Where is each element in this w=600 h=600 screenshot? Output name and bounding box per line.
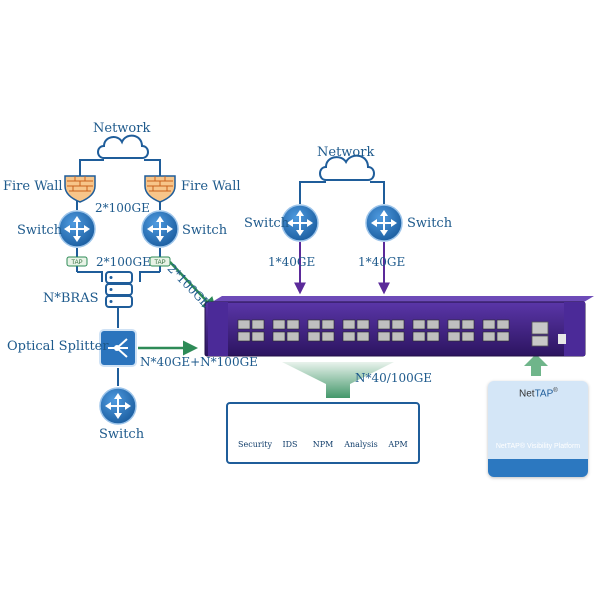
firewall-icon (64, 175, 96, 203)
link-splitter-device-label: N*40GE+N*100GE (140, 355, 258, 369)
link-fw-switch-label: 2*100GE (95, 201, 150, 215)
switch-right-2-label: Switch (407, 216, 453, 231)
device-port (342, 319, 356, 330)
device-port (461, 319, 475, 330)
link-device-tools-label: N*40/100GE (355, 371, 433, 385)
tool-label-security: Security (238, 440, 272, 449)
optical-splitter-label: Optical Splitter (7, 339, 109, 354)
switch-icon (365, 204, 403, 242)
tap-left-label: TAP (71, 260, 82, 266)
device-port (391, 319, 405, 330)
device-port (461, 331, 475, 342)
device-port (286, 331, 300, 342)
device-port (482, 331, 496, 342)
link-right-right-label: 1*40GE (358, 255, 406, 269)
device-port (412, 319, 426, 330)
device-port (447, 331, 461, 342)
switch-icon (281, 204, 319, 242)
switch-left-1-label: Switch (17, 223, 63, 238)
visibility-platform-panel (488, 381, 588, 477)
output-funnel (282, 362, 394, 398)
device-port (447, 319, 461, 330)
device-port (307, 319, 321, 330)
device-port (377, 319, 391, 330)
network-left-label: Network (93, 121, 151, 136)
device-port (482, 319, 496, 330)
device-port (237, 331, 251, 342)
network-right-label: Network (317, 145, 375, 160)
device-port (496, 319, 510, 330)
tap-icon: TAP (149, 256, 171, 267)
switch-icon (141, 210, 179, 248)
monitoring-tools-box (226, 402, 420, 464)
switch-icon (99, 387, 137, 425)
device-port (321, 319, 335, 330)
device-port (251, 319, 265, 330)
left-topology-links (76, 159, 161, 386)
optical-splitter-icon (99, 329, 137, 367)
device-port (272, 331, 286, 342)
tap-right-label: TAP (154, 260, 165, 266)
device-port (342, 331, 356, 342)
switch-left-2-label: Switch (182, 223, 228, 238)
tool-label-ids: IDS (282, 440, 298, 449)
device-port (412, 331, 426, 342)
platform-footer-bar (488, 459, 588, 477)
device-port (237, 319, 251, 330)
device-port (377, 331, 391, 342)
link-right-left-label: 1*40GE (268, 255, 316, 269)
brand-mark: ® (553, 388, 558, 394)
port-bank (237, 319, 510, 342)
bras-server-icon (105, 271, 133, 308)
link-tap-bras-label: 2*100GE (96, 255, 151, 269)
cloud-icon (319, 154, 375, 181)
firewall-icon (144, 175, 176, 203)
firewall-right-label: Fire Wall (181, 179, 241, 194)
bras-label: N*BRAS (43, 291, 99, 306)
switch-right-1-label: Switch (244, 216, 290, 231)
switch-bottom-label: Switch (99, 427, 145, 442)
right-topology-links (299, 181, 385, 204)
firewall-left-label: Fire Wall (3, 179, 63, 194)
cloud-icon (97, 134, 149, 159)
device-port (426, 331, 440, 342)
device-port (251, 331, 265, 342)
platform-arrow (524, 354, 548, 376)
tool-label-analysis: Analysis (344, 440, 378, 449)
device-port (307, 331, 321, 342)
device-port (356, 319, 370, 330)
device-port (321, 331, 335, 342)
device-port (426, 319, 440, 330)
tool-label-npm: NPM (312, 440, 334, 449)
switch-icon (58, 210, 96, 248)
platform-brand: NetTAP® (519, 388, 558, 399)
device-port (496, 331, 510, 342)
brand-suffix: TAP (534, 388, 554, 400)
device-port (391, 331, 405, 342)
platform-footer-text: NetTAP® Visibility Platform (495, 443, 581, 450)
device-port (272, 319, 286, 330)
brand-prefix: Net (519, 388, 535, 400)
device-port (356, 331, 370, 342)
device-port (286, 319, 300, 330)
tap-icon: TAP (66, 256, 88, 267)
packet-broker-device (204, 296, 594, 357)
tool-label-apm: APM (388, 440, 408, 449)
